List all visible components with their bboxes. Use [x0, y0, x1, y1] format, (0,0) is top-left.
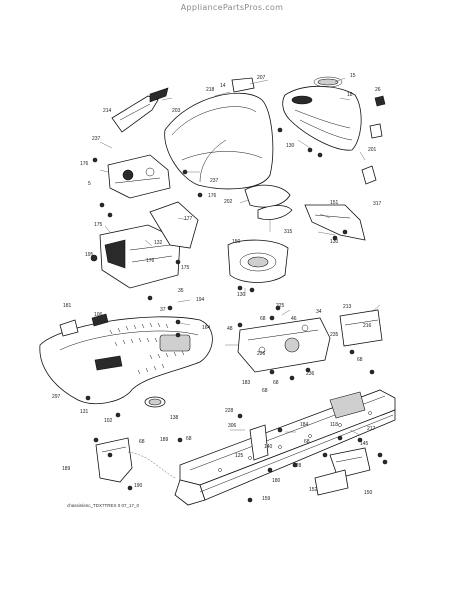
- part-number-label: 217: [367, 426, 376, 432]
- seat-bracket-part: [244, 184, 291, 208]
- part-number-label: 37: [160, 307, 166, 313]
- part-number-label: 140: [264, 444, 273, 450]
- part-number-label: 68: [273, 380, 279, 386]
- part-number-label: 102: [104, 418, 113, 424]
- hardware-fasteners-lower: [93, 413, 388, 503]
- part-number-label: 164: [202, 325, 211, 331]
- part-number-label: 235: [330, 332, 339, 338]
- lower-bracket-part: [95, 437, 176, 483]
- part-number-label: 177: [184, 216, 193, 222]
- part-number-label: 181: [63, 303, 72, 309]
- part-number-label: 68: [262, 388, 268, 394]
- part-number-label: 225: [276, 303, 285, 309]
- part-number-label: 189: [62, 466, 71, 472]
- hardware-fasteners-middle: [85, 295, 375, 418]
- part-number-label: 130: [330, 239, 339, 245]
- part-number-label: 228: [293, 463, 302, 469]
- footrest-deck-part: [39, 313, 213, 405]
- part-number-label: 125: [235, 453, 244, 459]
- part-number-label: 68: [186, 436, 192, 442]
- steering-support-part: [149, 201, 199, 249]
- part-number-label: 203: [172, 108, 181, 114]
- part-number-label: 236: [306, 371, 315, 377]
- chassis-frame-part: [174, 389, 396, 506]
- part-number-label: 183: [242, 380, 251, 386]
- part-number-label: 5: [88, 181, 91, 187]
- part-number-label: 145: [360, 441, 369, 447]
- part-number-label: 132: [154, 240, 163, 246]
- side-panel-part: [111, 87, 169, 133]
- part-number-label: 207: [257, 75, 266, 81]
- part-number-label: 175: [94, 222, 103, 228]
- bracket-part: [231, 77, 255, 93]
- part-number-label: 202: [224, 199, 233, 205]
- part-number-label: 218: [206, 87, 215, 93]
- part-number-label: 15: [350, 73, 356, 79]
- part-number-label: 176: [80, 161, 89, 167]
- part-number-label: 14: [220, 83, 226, 89]
- part-number-label: 130: [286, 143, 295, 149]
- part-number-label: 189: [160, 437, 169, 443]
- part-number-label: 68: [304, 439, 310, 445]
- part-number-label: 176: [146, 258, 155, 264]
- part-number-label: 131: [80, 409, 89, 415]
- part-number-label: 48: [227, 326, 233, 332]
- part-number-label: 228: [225, 408, 234, 414]
- part-number-label: 237: [92, 136, 101, 142]
- part-number-label: 35: [178, 288, 184, 294]
- plate-315-part: [257, 205, 293, 220]
- part-number-label: 213: [343, 304, 352, 310]
- part-number-label: 18: [347, 92, 353, 98]
- part-number-label: 175: [181, 265, 190, 271]
- part-number-label: 138: [170, 415, 179, 421]
- part-number-label: 26: [375, 87, 381, 93]
- part-number-label: 315: [284, 229, 293, 235]
- part-number-label: 194: [196, 297, 205, 303]
- part-number-label: 237: [210, 178, 219, 184]
- part-number-label: 130: [237, 292, 246, 298]
- site-watermark: AppliancePartsPros.com: [180, 3, 284, 12]
- part-number-label: 216: [363, 323, 372, 329]
- hitch-bracket-part: [314, 469, 349, 496]
- part-number-label: 151: [330, 200, 339, 206]
- hardware-fasteners-upper: [90, 95, 386, 293]
- part-number-label: 68: [357, 357, 363, 363]
- console-part: [99, 224, 181, 289]
- part-number-label: 159: [262, 496, 271, 502]
- end-plate-part: [329, 447, 371, 479]
- grille-housing-part: [282, 76, 362, 151]
- part-number-label: 226: [257, 351, 266, 357]
- part-number-label: 195: [85, 252, 94, 258]
- callout-leader-lines: [99, 77, 381, 436]
- mounting-plate-part: [237, 317, 331, 373]
- part-number-label: 118: [330, 422, 338, 428]
- part-number-label: 214: [103, 108, 112, 114]
- part-number-label: 150: [232, 239, 241, 245]
- part-number-label: 201: [368, 147, 377, 153]
- part-number-labels: 207 15 218 14 18 26 214 203 130 237 201 176 5 237 176 3…: [52, 73, 382, 502]
- part-number-label: 34: [316, 309, 322, 315]
- part-number-label: 68: [139, 439, 145, 445]
- part-number-label: 46: [291, 316, 297, 322]
- part-number-label: 106: [94, 312, 103, 318]
- part-number-label: 152: [309, 487, 318, 493]
- part-number-label: 180: [272, 478, 281, 484]
- part-number-label: 150: [364, 490, 373, 496]
- part-number-label: 184: [300, 422, 309, 428]
- part-number-label: 68: [260, 316, 266, 322]
- fender-guard-part: [227, 239, 289, 283]
- drawing-code: chassis/enc_TDX7TREX 0 07_17_0: [67, 503, 140, 508]
- part-number-label: 306: [228, 423, 237, 429]
- part-number-label: 190: [134, 483, 143, 489]
- bracket-213-part: [339, 309, 383, 347]
- dash-panel-part: [107, 154, 171, 199]
- part-number-label: 176: [208, 193, 217, 199]
- hood-part: [164, 92, 274, 190]
- part-number-label: 317: [373, 201, 382, 207]
- part-number-label: 297: [52, 394, 61, 400]
- right-side-panel-part: [304, 204, 366, 241]
